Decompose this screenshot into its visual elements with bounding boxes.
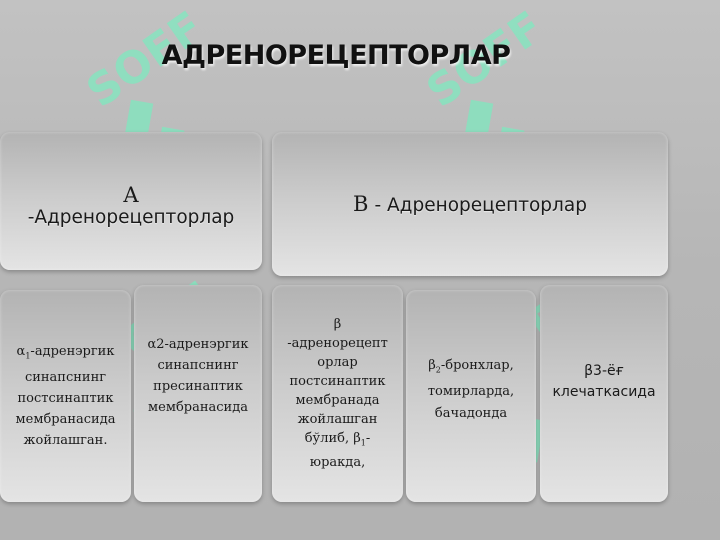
beta-header-box: В - Адренорецепторлар: [272, 132, 668, 276]
beta3-cell: β3-ёғ клечаткасида: [540, 285, 668, 502]
alpha-letter: А: [123, 182, 139, 207]
beta2-text: β2-бронхлар, томирларда, бачадонда: [427, 357, 515, 422]
page-title: АДРЕНОРЕЦЕПТОРЛАР: [161, 40, 511, 71]
alpha1-cell: α1-адренэргик синапснинг постсинаптик ме…: [0, 290, 131, 502]
alpha-label: -Адренорецепторлар: [27, 206, 235, 228]
beta-general-text: β -адренорецепт орлар постсинаптик мембр…: [287, 317, 388, 470]
beta2-cell: β2-бронхлар, томирларда, бачадонда: [406, 290, 536, 502]
beta-letter: В: [353, 192, 369, 216]
beta-general-cell: β -адренорецепт орлар постсинаптик мембр…: [272, 285, 403, 502]
alpha2-text: α2-адренэргик синапснинг пресинаптик мем…: [147, 336, 249, 415]
alpha2-cell: α2-адренэргик синапснинг пресинаптик мем…: [134, 285, 262, 502]
alpha-header-box: А -Адренорецепторлар: [0, 132, 262, 270]
beta-label: - Адренорецепторлар: [374, 195, 587, 216]
alpha1-text: α1-адренэргик синапснинг постсинаптик ме…: [15, 344, 116, 448]
beta3-text: β3-ёғ клечаткасида: [552, 362, 656, 400]
